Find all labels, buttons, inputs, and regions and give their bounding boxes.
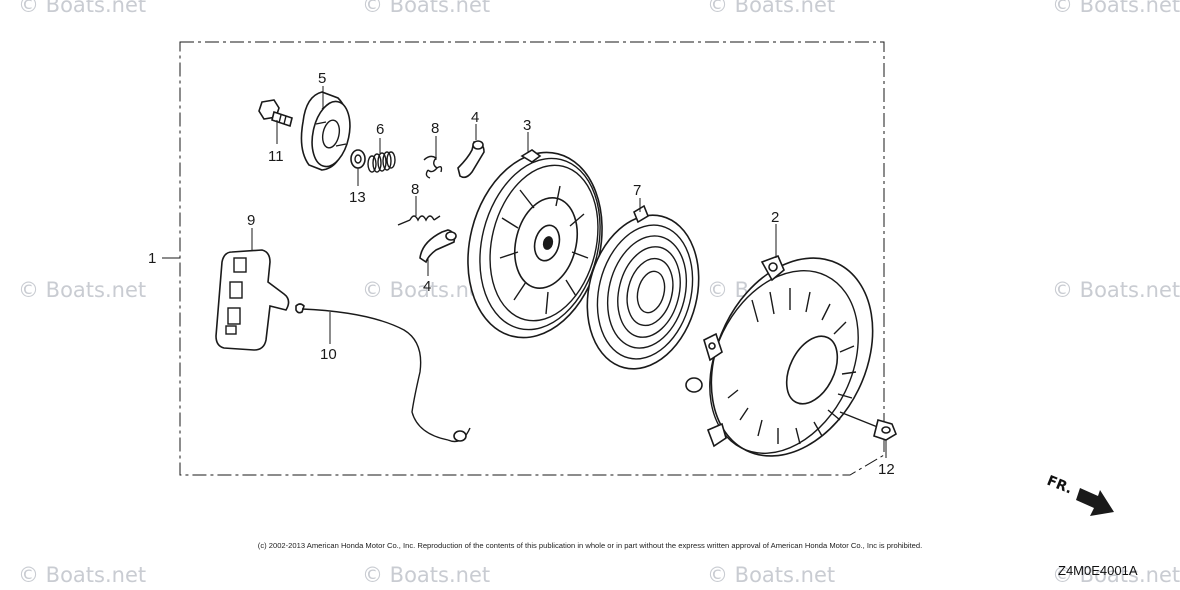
leader-lines (251, 86, 887, 458)
callout-13: 13 (349, 189, 366, 206)
watermark: © Boats.net (1052, 278, 1180, 302)
watermark: © Boats.net (362, 563, 490, 587)
watermark: © Boats.net (707, 0, 835, 17)
part-13-washer (350, 149, 366, 169)
callout-4: 4 (471, 109, 479, 126)
part-12-flange-bolt (839, 411, 897, 441)
part-11-bolt (258, 99, 293, 128)
watermark: © Boats.net (1052, 563, 1180, 587)
front-label: FR. (1045, 473, 1075, 498)
part-4-pawl-lower (419, 229, 457, 264)
part-3-recoil-reel (467, 149, 603, 339)
part-6-spring (367, 151, 396, 173)
part-10-starter-rope (295, 303, 471, 443)
part-8-spring-upper (423, 155, 443, 179)
part-7-spiral-spring (586, 204, 700, 370)
callout-12: 12 (878, 461, 895, 478)
callout-1: 1 (148, 250, 156, 267)
watermark: © Boats.net (18, 278, 146, 302)
watermark: © Boats.net (362, 278, 490, 302)
callout-4: 4 (423, 278, 431, 295)
part-8-spring-lower (397, 215, 441, 226)
callout-9: 9 (247, 212, 255, 229)
callout-2: 2 (771, 209, 779, 226)
front-direction-arrow: FR. (1045, 473, 1114, 516)
callouts: 1 2 3 4 4 5 6 7 8 8 9 10 11 12 13 (148, 70, 895, 478)
arrow-right-icon (1076, 488, 1114, 516)
part-5-ratchet-cam (300, 91, 351, 171)
callout-11: 11 (268, 148, 284, 165)
callout-6: 6 (376, 121, 384, 138)
callout-3: 3 (523, 117, 531, 134)
callout-8: 8 (411, 181, 419, 198)
diagram-code: Z4M0E4001A (1058, 563, 1138, 578)
assembly-frame (179, 41, 885, 476)
watermark: © Boats.net (1052, 0, 1180, 17)
part-2-starter-case (685, 254, 874, 457)
callout-10: 10 (320, 346, 337, 363)
callout-5: 5 (318, 70, 326, 87)
part-9-starter-grip (215, 249, 290, 351)
watermark: © Boats.net (362, 0, 490, 17)
callout-7: 7 (633, 182, 641, 199)
part-4-pawl-upper (457, 140, 485, 179)
callout-8: 8 (431, 120, 439, 137)
copyright-notice: (c) 2002-2013 American Honda Motor Co., … (257, 541, 923, 550)
watermark: © Boats.net (18, 0, 146, 17)
watermark: © Boats.net (18, 563, 146, 587)
watermark: © Boats.net (707, 563, 835, 587)
